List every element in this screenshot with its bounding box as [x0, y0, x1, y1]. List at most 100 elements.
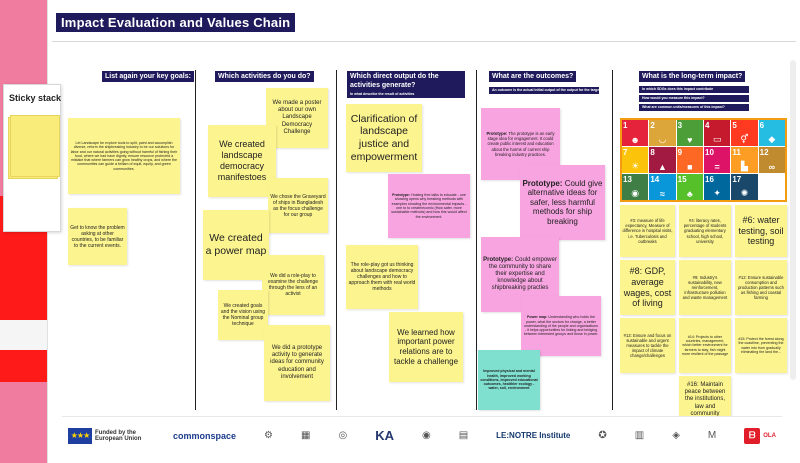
note-text: #4: literacy rates, percentage of studen…	[683, 218, 727, 244]
sdg-tile[interactable]: 12∞	[758, 147, 785, 173]
sdg-tile[interactable]: 11▙	[731, 147, 758, 173]
note-text: Improved physical and mental health, imp…	[480, 369, 538, 391]
sticky-note-outcome-prototype[interactable]: Prototype: Could give alternative ideas …	[520, 165, 605, 240]
sticky-note-output[interactable]: The role-play got us thinking about land…	[346, 245, 418, 309]
sticky-note-impact[interactable]: #4: literacy rates, percentage of studen…	[679, 205, 731, 257]
sdg-tile[interactable]: 15♣	[676, 174, 703, 200]
sdg-goals-grid[interactable]: 1☻2◡3♥4▭5⚥6◆7☀8▲9■10=11▙12∞13◉14≈15♣16✦1…	[620, 118, 787, 202]
sticky-note-impact[interactable]: #13: Ensure and focus on sustainable and…	[620, 318, 675, 373]
book-icon: ▭	[712, 134, 722, 144]
sdg-tile[interactable]: 5⚥	[731, 120, 758, 146]
sdg-tile[interactable]: 10=	[704, 147, 731, 173]
sticky-note-activity[interactable]: We chose the Graveyard of ships in Bangl…	[268, 178, 328, 233]
sticky-note-impact[interactable]: #6: water testing, soil testing	[735, 205, 787, 257]
sticky-note-activity[interactable]: We did a role-play to examine the challe…	[262, 255, 324, 315]
note-text: We created landscape democracy manifesto…	[217, 139, 267, 182]
sticky-note-impact[interactable]: #12: Ensure sustainable consumption and …	[735, 260, 787, 315]
sdg-number: 4	[705, 121, 710, 130]
city-icon: ▙	[741, 161, 748, 171]
column-heading-outputs[interactable]: Which direct output do the activities ge…	[347, 71, 465, 91]
sdg-tile[interactable]: 3♥	[676, 120, 703, 146]
column-heading-outcomes[interactable]: What are the outcomes?	[489, 71, 577, 82]
note-text: Hosting free talks to educate - one show…	[391, 193, 467, 219]
sticky-note-goal[interactable]: Get to know the problem asking at other …	[68, 208, 127, 265]
sticky-stack-note[interactable]	[10, 115, 60, 177]
note-text: #13: Ensure and focus on sustainable and…	[623, 332, 672, 359]
sticky-stack-panel[interactable]	[3, 84, 61, 232]
sticky-note-impact[interactable]: #9: Industry's sustainability, new reinf…	[679, 260, 731, 315]
sdg-tile[interactable]: 1☻	[622, 120, 649, 146]
note-text: #15: Protect the forest along the coastl…	[738, 336, 784, 354]
sdg-tile[interactable]	[758, 174, 785, 200]
commonspace-text: commonspace	[173, 430, 237, 441]
sdg-number: 12	[759, 148, 769, 157]
note-text: The role-play got us thinking about land…	[348, 262, 416, 292]
sdg-tile[interactable]: 17✺	[731, 174, 758, 200]
sdg-tile[interactable]: 4▭	[704, 120, 731, 146]
note-label: Prototype:	[392, 193, 411, 198]
sticky-note-outcome[interactable]: Improved physical and mental health, imp…	[478, 350, 540, 410]
sticky-note-goal[interactable]: Let Landscape be explore tools to split,…	[68, 118, 180, 194]
note-text: We created goals and the vision using th…	[220, 303, 266, 327]
sun-icon: ☀	[631, 161, 640, 171]
ola-logo: ᗷ OLA	[744, 427, 776, 444]
lenotre-text: LE:NOTRE Institute	[496, 431, 571, 440]
sdg-number: 2	[650, 121, 655, 130]
note-text: We chose the Graveyard of ships in Bangl…	[270, 193, 326, 218]
sticky-note-activity[interactable]: We made a poster about our own Landscape…	[266, 88, 328, 148]
sticky-note-output-prototype[interactable]: Prototype: Hosting free talks to educate…	[388, 174, 470, 238]
sticky-note-activity[interactable]: We created landscape democracy manifesto…	[208, 125, 276, 197]
sticky-note-impact[interactable]: #15: Protect the forest along the coastl…	[735, 318, 787, 373]
sticky-note-impact[interactable]: #3: measure of life expectancy, Measure …	[620, 205, 675, 257]
note-text: We learned how important power relations…	[393, 327, 459, 366]
column-subheading-outputs: In what describe the result of activitie…	[347, 91, 465, 98]
sticky-note-activity[interactable]: We created a power map	[203, 210, 269, 280]
note-text: #14: Projects to other countries, manage…	[681, 334, 729, 356]
sticky-stack-title: Sticky stack	[9, 93, 62, 103]
sdg-tile[interactable]: 13◉	[622, 174, 649, 200]
water-icon: ◆	[768, 134, 776, 144]
note-text: Understanding who holds the power, what …	[523, 315, 599, 337]
heartbeat-icon: ♥	[687, 135, 693, 145]
sticky-note-activity[interactable]: We did a prototype activity to generate …	[264, 325, 330, 401]
note-text: Get to know the problem asking at other …	[70, 224, 125, 249]
partner-logo-8: ▥	[634, 430, 645, 441]
eu-flag-icon: ★★★	[68, 427, 92, 444]
partner-logo-7: ✪	[598, 430, 607, 441]
note-label: Power map:	[527, 315, 548, 320]
sdg-number: 10	[705, 148, 714, 157]
column-heading-activities[interactable]: Which activities do you do?	[215, 71, 314, 82]
sdg-tile[interactable]: 2◡	[649, 120, 676, 146]
note-text: #6: water testing, soil testing	[738, 214, 784, 247]
partner-logo-1: ⚙	[264, 430, 273, 441]
column-heading-impact[interactable]: What is the long-term impact?	[639, 71, 746, 82]
sticky-note-impact[interactable]: #8: GDP, average wages, cost of living	[620, 260, 675, 315]
note-label: Prototype:	[486, 131, 508, 137]
vertical-scrollbar[interactable]	[790, 60, 796, 380]
sdg-number: 14	[650, 175, 660, 184]
note-text: Let Landscape be explore tools to split,…	[70, 140, 178, 171]
sdg-tile[interactable]: 8▲	[649, 147, 676, 173]
note-text: The prototype is an early stage idea for…	[487, 131, 555, 157]
sdg-tile[interactable]: 9■	[676, 147, 703, 173]
sdg-tile[interactable]: 14≈	[649, 174, 676, 200]
bowl-icon: ◡	[659, 134, 666, 144]
sticky-note-outcome-powermap[interactable]: Power map: Understanding who holds the p…	[521, 296, 601, 356]
partner-logo-9: ◈	[672, 430, 680, 441]
sticky-note-activity[interactable]: We created goals and the vision using th…	[218, 290, 268, 340]
sdg-tile[interactable]: 16✦	[704, 174, 731, 200]
column-heading-goals[interactable]: List again your key goals:	[102, 71, 194, 82]
column-divider	[612, 70, 613, 410]
sticky-note-output[interactable]: Clarification of landscape justice and e…	[346, 104, 422, 172]
sdg-tile[interactable]: 7☀	[622, 147, 649, 173]
sdg-number: 16	[705, 175, 714, 184]
chart-icon: ▲	[658, 162, 667, 172]
sdg-tile[interactable]: 6◆	[758, 120, 785, 146]
partner-logo-3: ◎	[338, 430, 348, 441]
sticky-note-impact[interactable]: #14: Projects to other countries, manage…	[679, 318, 731, 373]
note-text: We did a role-play to examine the challe…	[267, 273, 319, 297]
fish-icon: ≈	[660, 189, 665, 199]
note-text: Could empower the community to share the…	[488, 256, 557, 292]
sticky-note-output[interactable]: We learned how important power relations…	[389, 312, 463, 382]
funding-footer: ★★★ Funded by the European Union commons…	[62, 416, 782, 454]
